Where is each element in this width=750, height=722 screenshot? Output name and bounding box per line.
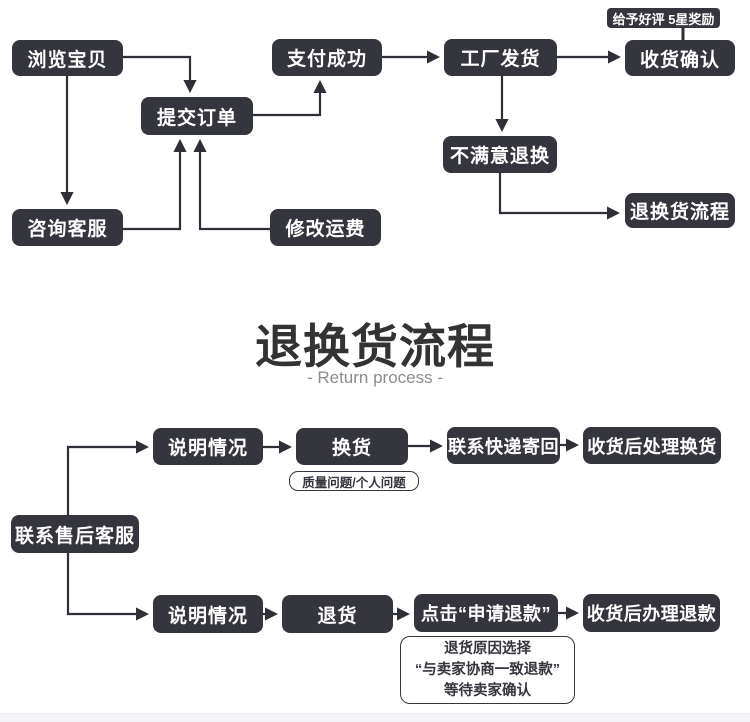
node-explain-situation-1: 说明情况 xyxy=(153,428,263,465)
reason-pill-label: 质量问题/个人问题 xyxy=(289,471,419,491)
node-consult-service: 咨询客服 xyxy=(12,209,123,246)
page-footer-strip xyxy=(0,713,750,722)
node-process-refund-after-receipt: 收货后办理退款 xyxy=(583,594,720,632)
node-browse-item: 浏览宝贝 xyxy=(12,40,123,76)
node-return-process-link: 退换货流程 xyxy=(625,193,735,228)
node-exchange-goods: 换货 xyxy=(296,428,408,465)
node-process-exchange-after-receipt: 收货后处理换货 xyxy=(583,427,721,464)
node-explain-situation-2: 说明情况 xyxy=(153,595,263,633)
node-payment-success: 支付成功 xyxy=(272,39,382,76)
refund-reason-note-line1: 退货原因选择 xyxy=(444,640,531,657)
node-return-goods: 退货 xyxy=(282,595,393,633)
section-title: 退换货流程 xyxy=(255,320,495,373)
refund-reason-note: 退货原因选择 “与卖家协商一致退款” 等待卖家确认 xyxy=(400,636,575,704)
node-contact-after-sales: 联系售后客服 xyxy=(11,515,139,553)
node-unsatisfied-return: 不满意退换 xyxy=(443,136,557,173)
node-click-apply-refund: 点击“申请退款” xyxy=(414,594,558,632)
node-confirm-receipt: 收货确认 xyxy=(625,40,735,76)
node-factory-ship: 工厂发货 xyxy=(444,39,557,76)
node-courier-send-back: 联系快递寄回 xyxy=(447,427,560,464)
refund-reason-note-line2: “与卖家协商一致退款” xyxy=(415,661,560,678)
node-submit-order: 提交订单 xyxy=(141,97,253,135)
reward-tag-label: 给予好评 5星奖励 xyxy=(607,8,720,28)
section-subtitle: - Return process - xyxy=(306,368,444,387)
node-modify-shipping-fee: 修改运费 xyxy=(270,209,381,246)
refund-reason-note-line3: 等待卖家确认 xyxy=(444,682,531,699)
